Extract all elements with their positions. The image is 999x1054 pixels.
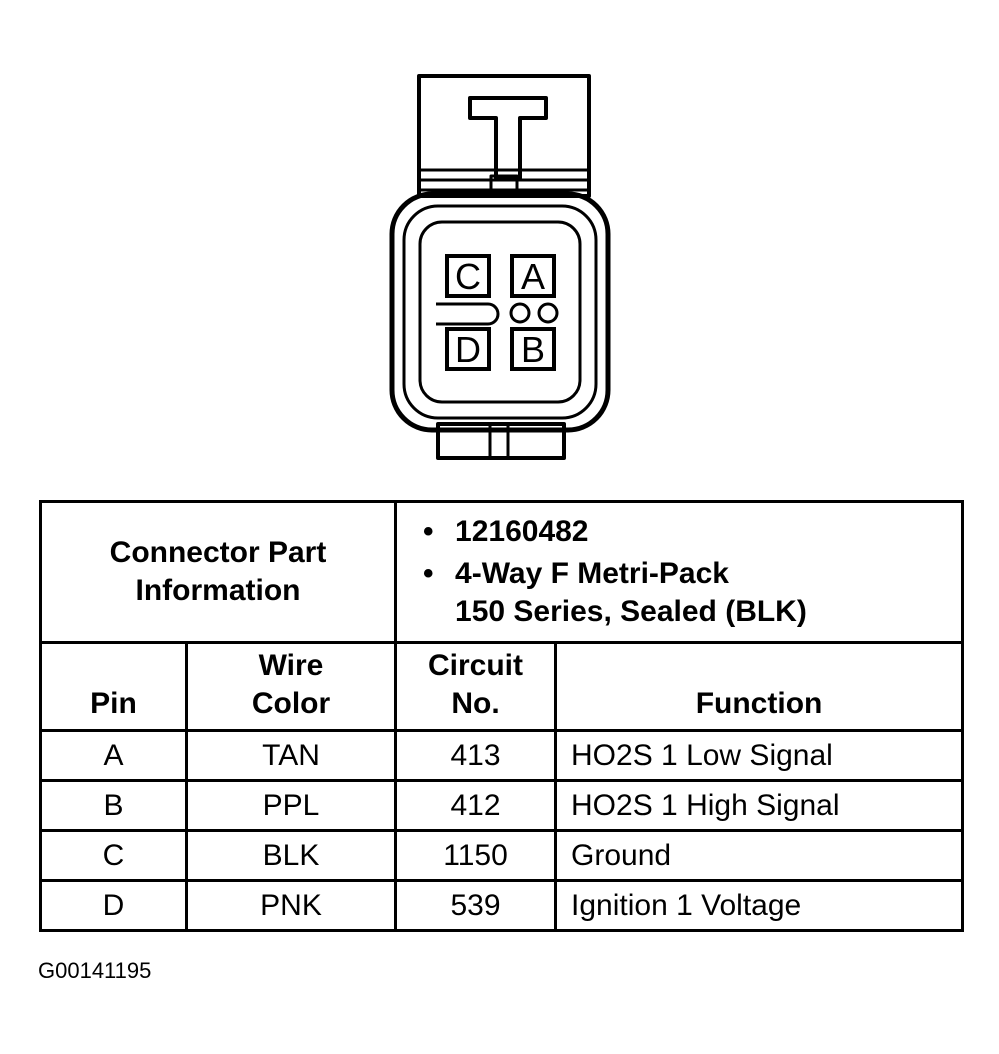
circuit-cell: 413: [394, 729, 558, 782]
header-pin: Pin: [39, 641, 188, 732]
function-cell: Ignition 1 Voltage: [554, 879, 965, 932]
header-wire-color: Wire Color: [184, 641, 398, 732]
part-info-details: 12160482 4-Way F Metri-Pack 150 Series, …: [394, 500, 965, 644]
table-row: B PPL 412 HO2S 1 High Signal: [39, 779, 965, 832]
part-description-line-1: 4-Way F Metri-Pack: [455, 557, 729, 590]
column-header-row: Pin Wire Color Circuit No. Function: [39, 641, 965, 732]
pin-cell: B: [39, 779, 188, 832]
figure-id: G00141195: [38, 958, 152, 983]
header-circuit-no: Circuit No.: [394, 641, 558, 732]
header-wire-color-line-1: Wire: [258, 649, 324, 682]
header-wire-color-line-2: Color: [251, 687, 331, 720]
table-row: A TAN 413 HO2S 1 Low Signal: [39, 729, 965, 782]
part-info-title-line-2: Information: [135, 574, 301, 607]
svg-text:C: C: [455, 256, 481, 297]
pin-cell: A: [39, 729, 188, 782]
circuit-cell: 412: [394, 779, 558, 832]
table-row: D PNK 539 Ignition 1 Voltage: [39, 879, 965, 932]
cavity-b: B: [510, 327, 556, 371]
part-info-title: Connector Part Information: [38, 500, 398, 644]
function-cell: HO2S 1 Low Signal: [554, 729, 965, 782]
pin-cell: D: [39, 879, 188, 932]
svg-text:A: A: [521, 256, 545, 297]
pin-cell: C: [39, 829, 188, 882]
svg-text:D: D: [455, 329, 481, 370]
function-cell: HO2S 1 High Signal: [554, 779, 965, 832]
wire-color-cell: TAN: [184, 729, 398, 782]
table-row: C BLK 1150 Ground: [39, 829, 965, 882]
header-circuit-line-1: Circuit: [428, 649, 524, 682]
part-number-item: 12160482: [423, 513, 961, 551]
wire-color-cell: PPL: [184, 779, 398, 832]
part-info-title-line-1: Connector Part: [109, 536, 327, 569]
circuit-cell: 539: [394, 879, 558, 932]
wire-color-cell: BLK: [184, 829, 398, 882]
circuit-cell: 1150: [394, 829, 558, 882]
connector-face-diagram: C A D B: [389, 74, 611, 460]
part-number: 12160482: [455, 515, 589, 548]
cavity-c: C: [445, 254, 491, 298]
part-info-row: Connector Part Information 12160482 4-Wa…: [38, 500, 965, 644]
part-description-item: 4-Way F Metri-Pack 150 Series, Sealed (B…: [423, 555, 961, 631]
header-circuit-line-2: No.: [451, 687, 500, 720]
connector-pin-table: Connector Part Information 12160482 4-Wa…: [38, 500, 965, 932]
svg-text:B: B: [521, 329, 545, 370]
cavity-a: A: [510, 254, 556, 298]
wire-color-cell: PNK: [184, 879, 398, 932]
cavity-d: D: [445, 327, 491, 371]
header-function: Function: [554, 641, 965, 732]
function-cell: Ground: [554, 829, 965, 882]
part-description-line-2: 150 Series, Sealed (BLK): [455, 595, 807, 628]
